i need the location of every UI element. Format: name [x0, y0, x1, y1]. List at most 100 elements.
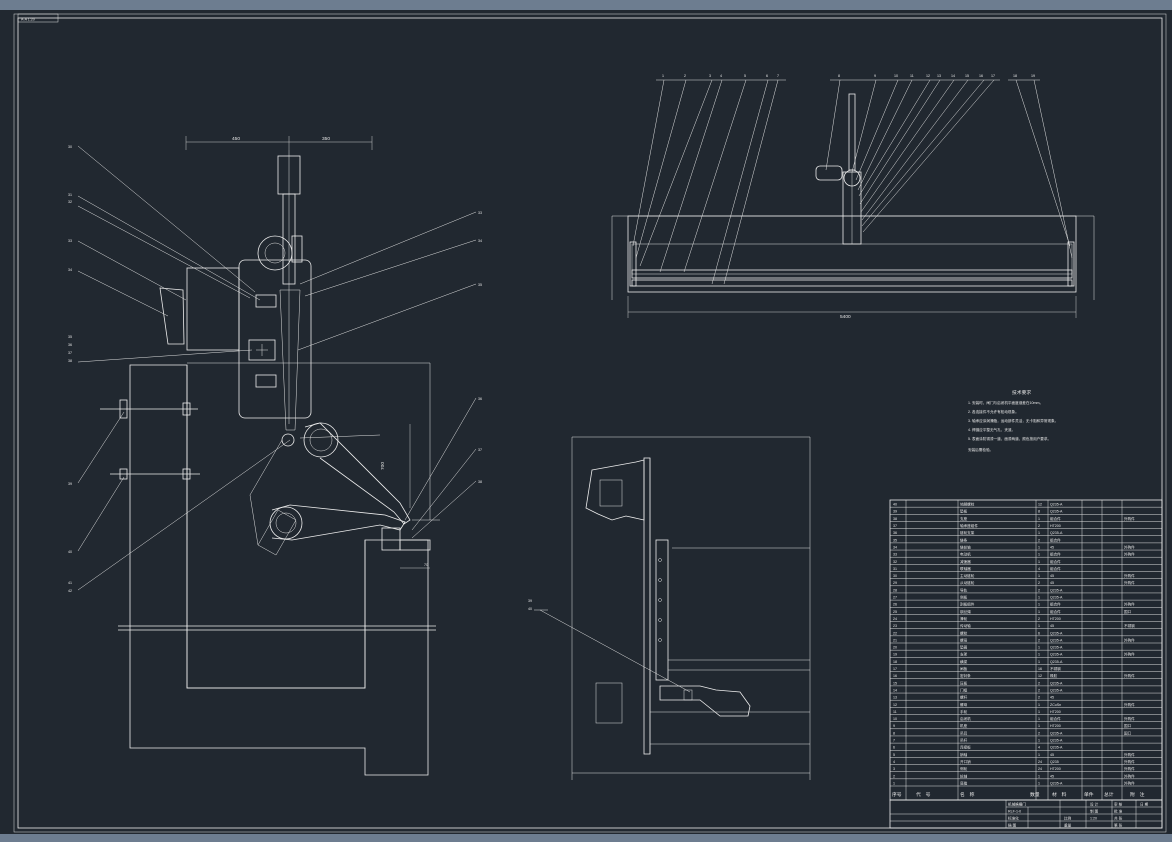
parts-row-qty: 1: [1038, 574, 1040, 578]
pcallout-3: 3: [709, 74, 711, 78]
parts-row-no: 23: [893, 624, 897, 628]
parts-row-no: 35: [893, 538, 897, 542]
tech-req-line-2: 2. 各连接件不允许有松动现象。: [968, 409, 1019, 414]
parts-row-material: Q235-A: [1050, 739, 1063, 743]
parts-row-note: 外购件: [1124, 516, 1135, 521]
dim-left: 450: [232, 136, 240, 142]
dim-vertical: 700: [380, 462, 386, 470]
rcallout-37: 37: [478, 448, 482, 452]
parts-row-name: 密封条: [960, 673, 971, 678]
parts-row-qty: 4: [1038, 567, 1040, 571]
detail-view: 39 40: [528, 436, 811, 780]
parts-row-name: 传动轴: [960, 623, 971, 628]
tech-req-line-1: 1. 安装时，闸门与启闭机平面度误差在10mm。: [968, 400, 1043, 405]
parts-row-note: 外购件: [1124, 580, 1135, 585]
right-callout-labels: 33 34 35 36 37 38: [478, 211, 482, 484]
parts-row-qty: 2: [1038, 638, 1040, 642]
parts-row-material: 45: [1050, 774, 1054, 778]
parts-row-name: 主动链轮: [960, 573, 975, 578]
parts-row-note: 外购件: [1124, 780, 1135, 785]
parts-row-qty: 1: [1038, 553, 1040, 557]
parts-row-material: 45: [1050, 696, 1054, 700]
tb-r1c0: 制 图: [1090, 809, 1099, 814]
parts-row-material: Q235-A: [1050, 746, 1063, 750]
callout-38: 38: [68, 359, 72, 363]
parts-row-name: 开口销: [960, 759, 971, 764]
parts-row-note: 外购件: [1124, 716, 1135, 721]
parts-row-material: 组合件: [1050, 537, 1061, 542]
parts-row-name: 螺栓: [960, 630, 968, 635]
parts-row-name: 销轴: [960, 752, 968, 757]
parts-row-qty: 1: [1038, 717, 1040, 721]
parts-row-qty: 2: [1038, 688, 1040, 692]
parts-row-material: Q235-A: [1050, 781, 1063, 785]
parts-row-qty: 6: [1038, 631, 1040, 635]
parts-row-material: 组合件: [1050, 566, 1061, 571]
parts-row-qty: 12: [1038, 503, 1042, 507]
callout-41: 41: [68, 581, 72, 585]
callout-37: 37: [68, 351, 72, 355]
parts-row-material: 45: [1050, 581, 1054, 585]
parts-row-note: 外购件: [1124, 752, 1135, 757]
parts-row-no: 11: [893, 710, 897, 714]
tech-req-line-5: 5. 表面涂防锈漆一道，面漆两道，颜色按用户要求。: [968, 436, 1051, 441]
callout-32: 32: [68, 200, 72, 204]
plan-view: 5400 1 2 3 4 5 6 7 8 9: [611, 74, 1095, 320]
parts-row-name: 侧板: [960, 595, 968, 600]
pcallout-5: 5: [744, 74, 746, 78]
parts-row-note: 外购件: [1124, 759, 1135, 764]
parts-row-name: 链条: [960, 537, 968, 542]
tb-r0c6: 日 期: [1140, 802, 1149, 807]
parts-row-note: 外购件: [1124, 652, 1135, 657]
parts-row-no: 29: [893, 581, 897, 585]
parts-row-material: 45: [1050, 545, 1054, 549]
parts-row-qty: 1: [1038, 531, 1040, 535]
parts-row-no: 12: [893, 703, 897, 707]
parts-row-qty: 1: [1038, 653, 1040, 657]
parts-row-note: 外购件: [1124, 544, 1135, 549]
parts-row-material: Q235-A: [1050, 588, 1063, 592]
parts-row-qty: 24: [1038, 760, 1042, 764]
tech-req-title: 技术要求: [1012, 389, 1031, 396]
parts-row-qty: 12: [1038, 674, 1042, 678]
parts-row-note: 国口: [1124, 609, 1132, 614]
parts-row-name: 轮轴: [960, 773, 968, 778]
parts-row-qty: 1: [1038, 724, 1040, 728]
parts-row-no: 19: [893, 653, 897, 657]
parts-row-name: 螺母: [960, 637, 968, 642]
pcallout-2: 2: [684, 74, 686, 78]
pcallout-4: 4: [720, 74, 722, 78]
parts-row-material: 不锈钢: [1050, 666, 1061, 671]
pcallout-14: 14: [951, 74, 955, 78]
parts-row-qty: 1: [1038, 753, 1040, 757]
parts-row-material: Q235-A: [1050, 510, 1063, 514]
callout-31: 31: [68, 193, 72, 197]
parts-row-no: 31: [893, 567, 897, 571]
parts-row-material: Q235-A: [1050, 503, 1063, 507]
parts-row-name: 压板: [960, 680, 968, 685]
parts-row-no: 6: [893, 746, 895, 750]
parts-row-no: 38: [893, 517, 897, 521]
parts-row-material: Q235-A: [1050, 596, 1063, 600]
parts-row-material: 组合件: [1050, 516, 1061, 521]
tech-req-line-6: 安装后需检验。: [968, 447, 993, 452]
parts-row-no: 9: [893, 724, 895, 728]
pcallout-10: 10: [894, 74, 898, 78]
pcallout-17: 17: [991, 74, 995, 78]
parts-row-name: 减速器: [960, 559, 971, 564]
parts-row-no: 32: [893, 560, 897, 564]
parts-row-note: 外购件: [1124, 637, 1135, 642]
parts-row-no: 26: [893, 603, 897, 607]
parts-row-qty: 1: [1038, 610, 1040, 614]
parts-row-name: 电动机: [960, 552, 971, 557]
parts-row-material: 组合件: [1050, 552, 1061, 557]
tb-r2c3: 1:20: [1090, 817, 1097, 821]
dim-right: 350: [322, 136, 330, 142]
parts-row-material: HT200: [1050, 767, 1061, 771]
parts-row-material: HT200: [1050, 524, 1061, 528]
channel-inner-edge: [186, 365, 366, 689]
pcallout-16: 16: [979, 74, 983, 78]
tb-r0c3: 审 核: [1114, 802, 1123, 807]
